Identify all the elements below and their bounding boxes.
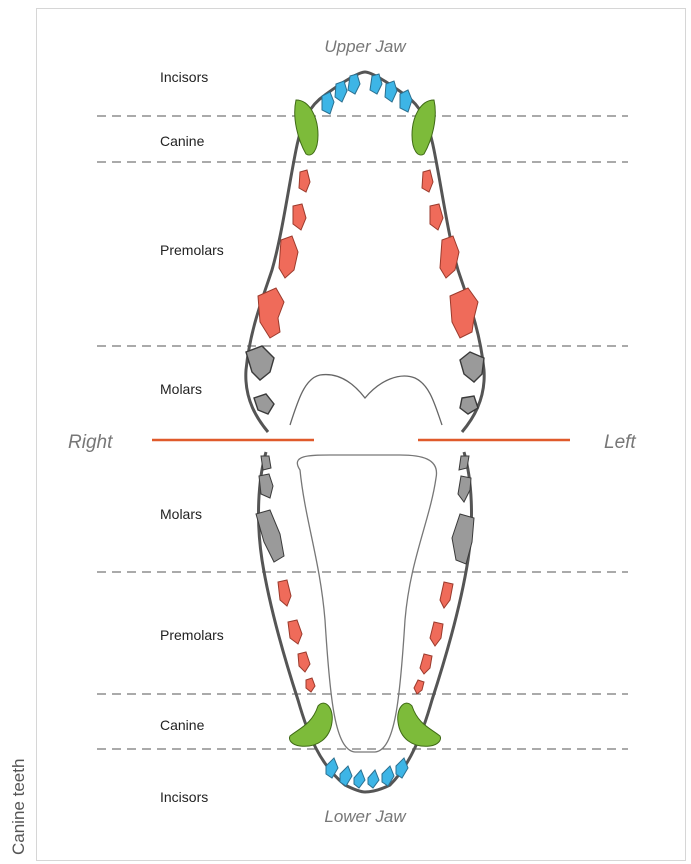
tooth: [440, 582, 453, 608]
canine-tooth: [412, 100, 435, 155]
tooth: [348, 74, 360, 94]
canine-tooth: [289, 703, 332, 746]
upper-canines: [295, 100, 436, 155]
tooth: [440, 236, 459, 278]
palate-outline: [290, 375, 442, 425]
region-label-lower-molars: Molars: [160, 506, 202, 522]
tooth: [306, 678, 315, 692]
tooth: [261, 456, 271, 470]
lower-molars: [256, 456, 474, 564]
tooth: [293, 204, 306, 230]
tooth: [370, 74, 382, 94]
tooth: [430, 622, 443, 646]
upper-jaw-label: Upper Jaw: [324, 37, 407, 56]
tooth: [254, 394, 274, 414]
tooth: [246, 346, 274, 380]
region-label-upper-molars: Molars: [160, 381, 202, 397]
region-label-lower-premolars: Premolars: [160, 627, 224, 643]
right-side-label: Right: [68, 432, 113, 453]
region-label-lower-canine: Canine: [160, 717, 205, 733]
tooth: [299, 170, 310, 192]
tooth: [368, 770, 379, 788]
tooth: [422, 170, 433, 192]
tooth: [259, 474, 273, 498]
tooth: [385, 81, 397, 102]
tooth: [298, 652, 310, 672]
tooth: [458, 476, 471, 502]
tooth: [258, 288, 284, 338]
upper-molars: [246, 346, 484, 414]
tooth: [430, 204, 443, 230]
region-label-lower-incisors: Incisors: [160, 789, 208, 805]
tooth: [414, 680, 424, 694]
lower-premolars: [278, 580, 453, 694]
tooth: [450, 288, 478, 338]
tooth: [322, 92, 334, 114]
region-label-upper-canine: Canine: [160, 133, 205, 149]
lower-incisors: [326, 758, 408, 788]
region-separators: [97, 116, 628, 749]
tooth: [400, 90, 412, 112]
tooth: [278, 580, 291, 606]
tooth: [335, 81, 347, 102]
upper-incisors: [322, 74, 412, 114]
region-label-upper-premolars: Premolars: [160, 242, 224, 258]
canine-tooth: [398, 703, 441, 746]
tooth: [279, 236, 298, 278]
tooth: [420, 654, 432, 674]
left-side-label: Left: [604, 432, 636, 453]
upper-premolars: [258, 170, 478, 338]
lower-canines: [289, 703, 440, 746]
tooth: [459, 456, 469, 470]
tooth: [396, 758, 408, 778]
tooth: [460, 352, 484, 382]
tooth: [354, 770, 365, 788]
tooth: [288, 620, 302, 644]
tooth: [340, 766, 352, 786]
region-label-upper-incisors: Incisors: [160, 69, 208, 85]
tooth: [452, 514, 474, 564]
canine-tooth: [295, 100, 318, 155]
lower-jaw-label: Lower Jaw: [324, 807, 407, 826]
